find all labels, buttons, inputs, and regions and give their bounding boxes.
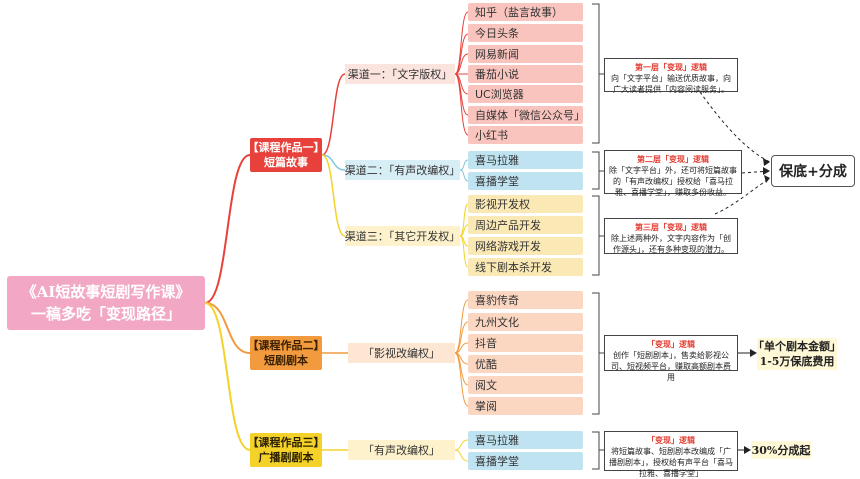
leaf-platform: 小红书: [468, 126, 583, 144]
leaf-platform: 喜播学堂: [468, 452, 583, 470]
leaf-platform: 优酷: [468, 355, 583, 373]
leaf-platform: 网易新闻: [468, 45, 583, 63]
note-title: 第三层「变现」逻辑: [635, 223, 707, 232]
radio-share-callout: 30%分成起: [751, 441, 811, 459]
script-fee-line1: 「单个剧本金额」: [753, 340, 841, 353]
leaf-platform: 自媒体「微信公众号」: [468, 106, 585, 124]
note-body: 将短篇故事、短剧剧本改编成「广播剧剧本」，授权给有声平台「喜马拉雅、喜播学堂」: [609, 447, 733, 478]
leaf-platform: 喜马拉雅: [468, 431, 583, 449]
script-fee-line2: 1-5万保底费用: [759, 355, 835, 368]
channel-audio-rights: 渠道二：「有声改编权」: [345, 160, 460, 180]
note-title: 「变现」逻辑: [647, 340, 695, 349]
monetization-note-1: 第一层「变现」逻辑 向「文字平台」输送优质故事，向广大读者提供「内容阅读服务」。: [604, 58, 738, 94]
monetization-note-3: 第三层「变现」逻辑 除上述两种外，文字内容作为「创作源头」，还有多种变现的潜力。: [604, 218, 738, 254]
channel-other-rights: 渠道三：「其它开发权」: [345, 226, 460, 246]
root-title-line2: 一稿多吃「变现路径」: [30, 305, 181, 323]
note-body: 除「文字平台」外，还可将短篇故事的「有声改编权」授权给「喜马拉雅、喜播学堂」，赚…: [609, 166, 737, 197]
leaf-platform: 抖音: [468, 334, 583, 352]
leaf-platform: 线下剧本杀开发: [468, 258, 583, 276]
course-3-subtitle: 广播剧剧本: [258, 451, 314, 464]
channel-radio-rights: 「有声改编权」: [348, 440, 455, 460]
leaf-platform: 知乎（盐言故事）: [468, 3, 583, 21]
leaf-platform: 影视开发权: [468, 195, 583, 213]
leaf-platform: 喜豹传奇: [468, 291, 583, 309]
channel-film-rights: 「影视改编权」: [348, 343, 455, 363]
note-title: 「变现」逻辑: [647, 436, 695, 445]
course-3-label: 【课程作品三】: [247, 436, 325, 449]
channel-text-rights: 渠道一：「文字版权」: [345, 64, 455, 84]
note-body: 向「文字平台」输送优质故事，向广大读者提供「内容阅读服务」。: [611, 74, 731, 94]
leaf-platform: 掌阅: [468, 397, 583, 415]
course-1-subtitle: 短篇故事: [264, 156, 308, 169]
note-title: 第一层「变现」逻辑: [635, 63, 707, 72]
course-2-node: 【课程作品二】 短剧剧本: [247, 336, 325, 370]
script-fee-callout: 「单个剧本金额」 1-5万保底费用: [753, 338, 841, 370]
monetization-note-script: 「变现」逻辑 创作「短剧剧本」，售卖给影视公司、短视频平台，赚取高额剧本费用: [604, 335, 738, 382]
leaf-platform: 网络游戏开发: [468, 237, 583, 255]
leaf-platform: 阅文: [468, 376, 583, 394]
root-title-line1: 《AI短故事短剧写作课》: [21, 283, 191, 301]
leaf-platform: 番茄小说: [468, 65, 583, 83]
leaf-platform: 九州文化: [468, 313, 583, 331]
leaf-platform: 喜马拉雅: [468, 151, 583, 169]
course-1-label: 【课程作品一】: [247, 141, 325, 154]
note-body: 除上述两种外，文字内容作为「创作源头」，还有多种变现的潜力。: [611, 234, 731, 254]
leaf-platform: 喜播学堂: [468, 172, 583, 190]
course-1-node: 【课程作品一】 短篇故事: [247, 138, 325, 172]
leaf-platform: 今日头条: [468, 24, 583, 42]
course-3-node: 【课程作品三】 广播剧剧本: [247, 433, 325, 467]
root-title-box: 《AI短故事短剧写作课》 一稿多吃「变现路径」: [7, 276, 205, 330]
course-2-subtitle: 短剧剧本: [264, 354, 308, 367]
monetization-note-radio: 「变现」逻辑 将短篇故事、短剧剧本改编成「广播剧剧本」，授权给有声平台「喜马拉雅…: [604, 431, 738, 478]
leaf-platform: UC浏览器: [468, 85, 583, 103]
monetization-note-2: 第二层「变现」逻辑 除「文字平台」外，还可将短篇故事的「有声改编权」授权给「喜马…: [604, 150, 742, 197]
leaf-platform: 周边产品开发: [468, 216, 583, 234]
main-callout: 保底+分成: [771, 155, 855, 187]
note-title: 第二层「变现」逻辑: [637, 155, 709, 164]
course-2-label: 【课程作品二】: [247, 339, 325, 352]
note-body: 创作「短剧剧本」，售卖给影视公司、短视频平台，赚取高额剧本费用: [611, 351, 731, 382]
